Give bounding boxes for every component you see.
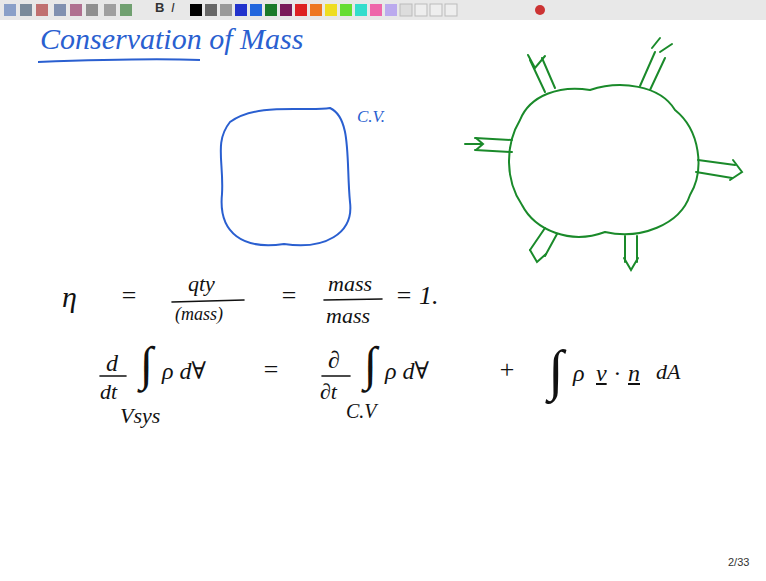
equation-symbol: η [62,280,77,313]
toolbar-italic: I [171,1,175,15]
equation-subscript: Vsys [120,404,160,428]
slide-title: Conservation of Mass [40,22,303,55]
title-underline [38,59,200,62]
equation-vector: v [596,360,607,386]
equation-term: ρ [573,360,585,386]
equation-term: ∂t [320,380,337,404]
equation-term: · [614,360,620,386]
equation-term: ∂ [328,347,340,373]
equation-term: dA [656,360,680,384]
equation-term: mass [326,304,370,328]
cv-label: C.V. [357,108,385,127]
equation-sign: + [498,356,516,385]
toolbar [0,0,766,20]
control-volume: C.V. [212,100,412,260]
equation-sign: = [120,282,138,311]
equation-term: (mass) [175,305,223,325]
equation-term: mass [328,272,372,296]
equation-term: d [106,350,118,376]
toolbar-icons [4,4,545,16]
equation-term: qty [188,272,215,296]
equation-term: ρ d∀ [385,358,429,384]
equation-subscript: C.V [346,400,377,422]
integral-sign: ∫ [364,338,377,391]
green-control-volume [465,38,742,270]
equation-sign: = [280,282,298,311]
equation-term: = 1. [395,282,439,311]
toolbar-bold: B [155,1,164,15]
equation-sign: = [262,356,280,385]
equation-term: ρ d∀ [162,358,206,384]
integral-sign: ∫ [548,340,563,402]
page-number: 2/33 [728,556,749,568]
equation-vector: n [628,360,640,386]
integral-sign: ∫ [140,338,153,391]
equation-term: dt [100,380,117,404]
